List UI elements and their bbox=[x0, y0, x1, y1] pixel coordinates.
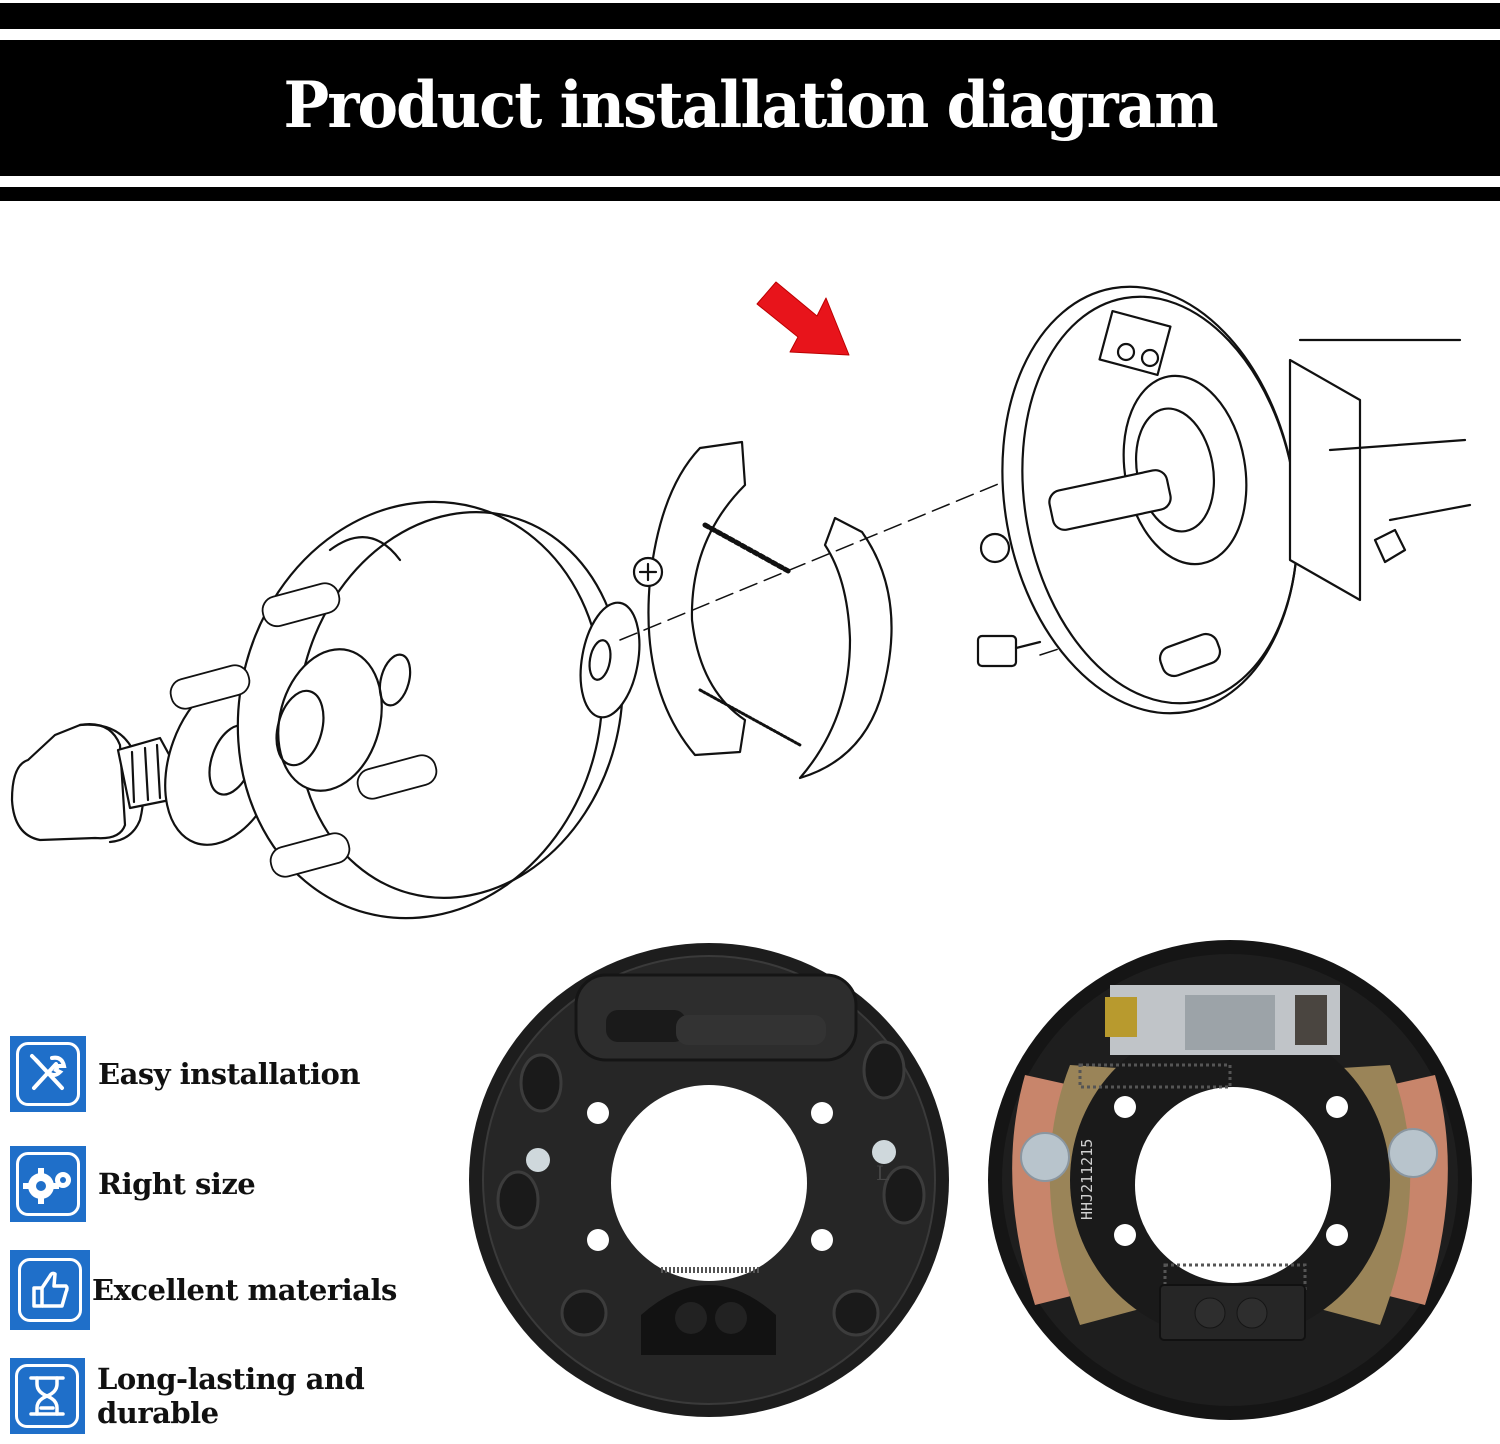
axis-line bbox=[619, 474, 1021, 641]
backing-plate-photo: L bbox=[466, 935, 956, 1425]
header-stripe-bottom bbox=[0, 187, 1500, 201]
castle-nut bbox=[116, 736, 174, 810]
axle-flange bbox=[1288, 338, 1472, 602]
header-banner: Product installation diagram bbox=[0, 40, 1500, 176]
feature-label: Easy installation bbox=[98, 1057, 360, 1091]
feature-item: Easy installation bbox=[10, 1036, 360, 1112]
svg-text:L: L bbox=[876, 1161, 889, 1185]
gears-icon bbox=[10, 1146, 86, 1222]
thumbs-up-icon bbox=[10, 1250, 90, 1330]
feature-label: Excellent materials bbox=[92, 1273, 397, 1307]
mounting-bolt bbox=[976, 532, 1222, 678]
dust-cap bbox=[10, 723, 145, 844]
feature-item: Excellent materials bbox=[10, 1250, 397, 1330]
feature-item: Long-lasting and durable bbox=[10, 1358, 490, 1434]
header-stripe-top bbox=[0, 3, 1500, 29]
backing-plate bbox=[1001, 285, 1299, 715]
brake-shoe-lining bbox=[798, 516, 893, 780]
feature-label: Long-lasting and durable bbox=[96, 1362, 365, 1430]
installation-diagram bbox=[0, 210, 1500, 930]
hub-drum bbox=[169, 500, 624, 920]
red-arrow-icon bbox=[756, 281, 850, 356]
hourglass-icon bbox=[10, 1358, 85, 1434]
feature-label: Right size bbox=[98, 1167, 256, 1201]
inner-seal bbox=[579, 601, 641, 719]
assembled-brake-photo: HHJ211215 bbox=[985, 935, 1475, 1425]
wrench-screwdriver-icon bbox=[10, 1036, 86, 1112]
brake-shoe-assembly bbox=[632, 440, 802, 757]
page-title: Product installation diagram bbox=[283, 67, 1218, 143]
svg-text:HHJ211215: HHJ211215 bbox=[1078, 1139, 1096, 1220]
feature-item: Right size bbox=[10, 1146, 256, 1222]
